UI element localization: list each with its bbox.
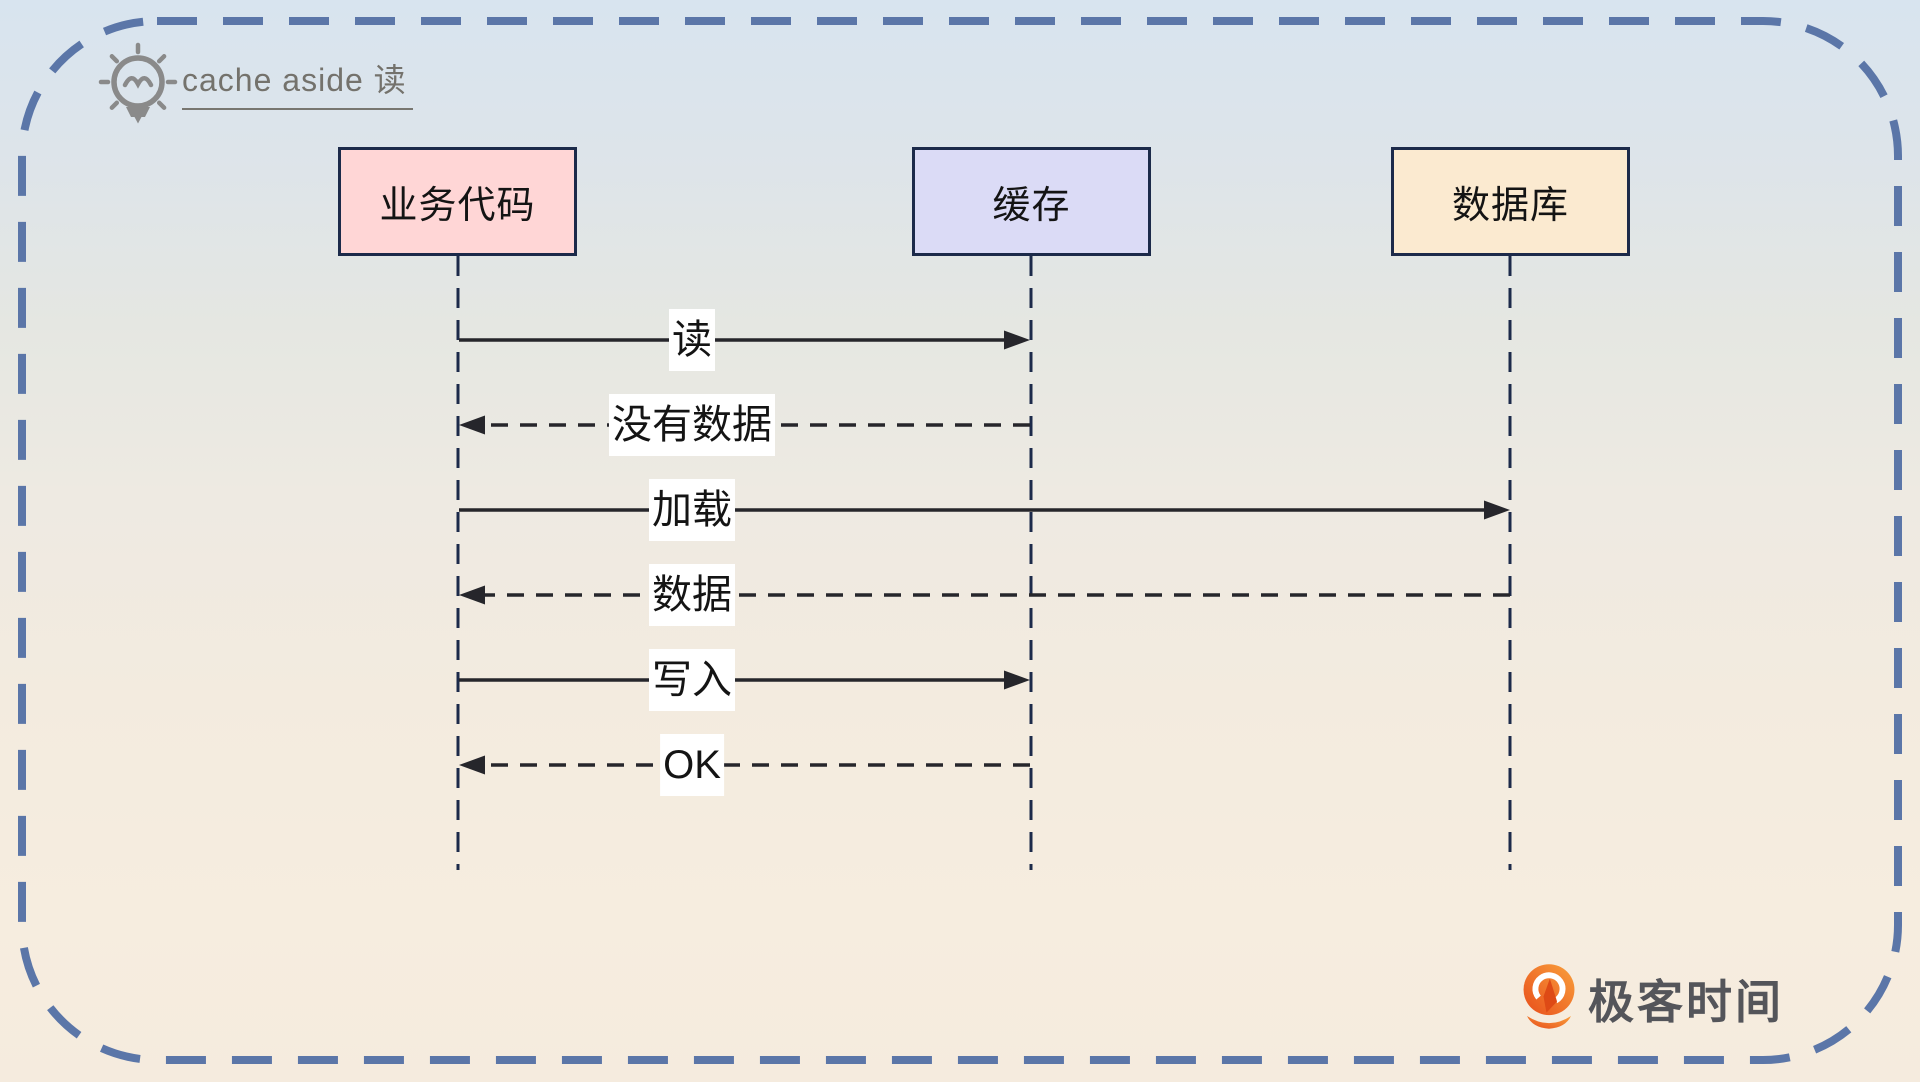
diagram-title: cache aside 读	[182, 60, 413, 110]
arrowhead-left-icon	[459, 415, 485, 435]
arrowhead-right-icon	[1004, 330, 1030, 350]
actor-box-business: 业务代码	[338, 147, 577, 256]
geektime-logo-icon	[1523, 964, 1575, 1029]
arrowhead-left-icon	[459, 585, 485, 605]
message-label-write: 写入	[649, 649, 735, 711]
message-arrow-data	[459, 585, 1510, 605]
message-label-data: 数据	[649, 564, 735, 626]
actor-box-cache: 缓存	[912, 147, 1151, 256]
actor-box-database: 数据库	[1391, 147, 1630, 256]
arrowhead-left-icon	[459, 755, 485, 775]
message-arrow-ok	[459, 755, 1030, 775]
message-label-load: 加载	[649, 479, 735, 541]
arrowhead-right-icon	[1484, 500, 1510, 520]
message-arrow-load	[459, 500, 1510, 520]
message-label-ok: OK	[660, 734, 724, 796]
message-label-read: 读	[669, 309, 715, 371]
message-arrow-write	[459, 670, 1030, 690]
arrowhead-right-icon	[1004, 670, 1030, 690]
watermark: 极客时间	[1521, 964, 1784, 1034]
dashed-frame-border	[18, 17, 1902, 1064]
lightbulb-icon	[96, 42, 180, 130]
geektime-brand-text: 极客时间	[1588, 976, 1784, 1028]
message-arrow-read	[459, 330, 1030, 350]
message-label-no-data: 没有数据	[609, 394, 775, 456]
